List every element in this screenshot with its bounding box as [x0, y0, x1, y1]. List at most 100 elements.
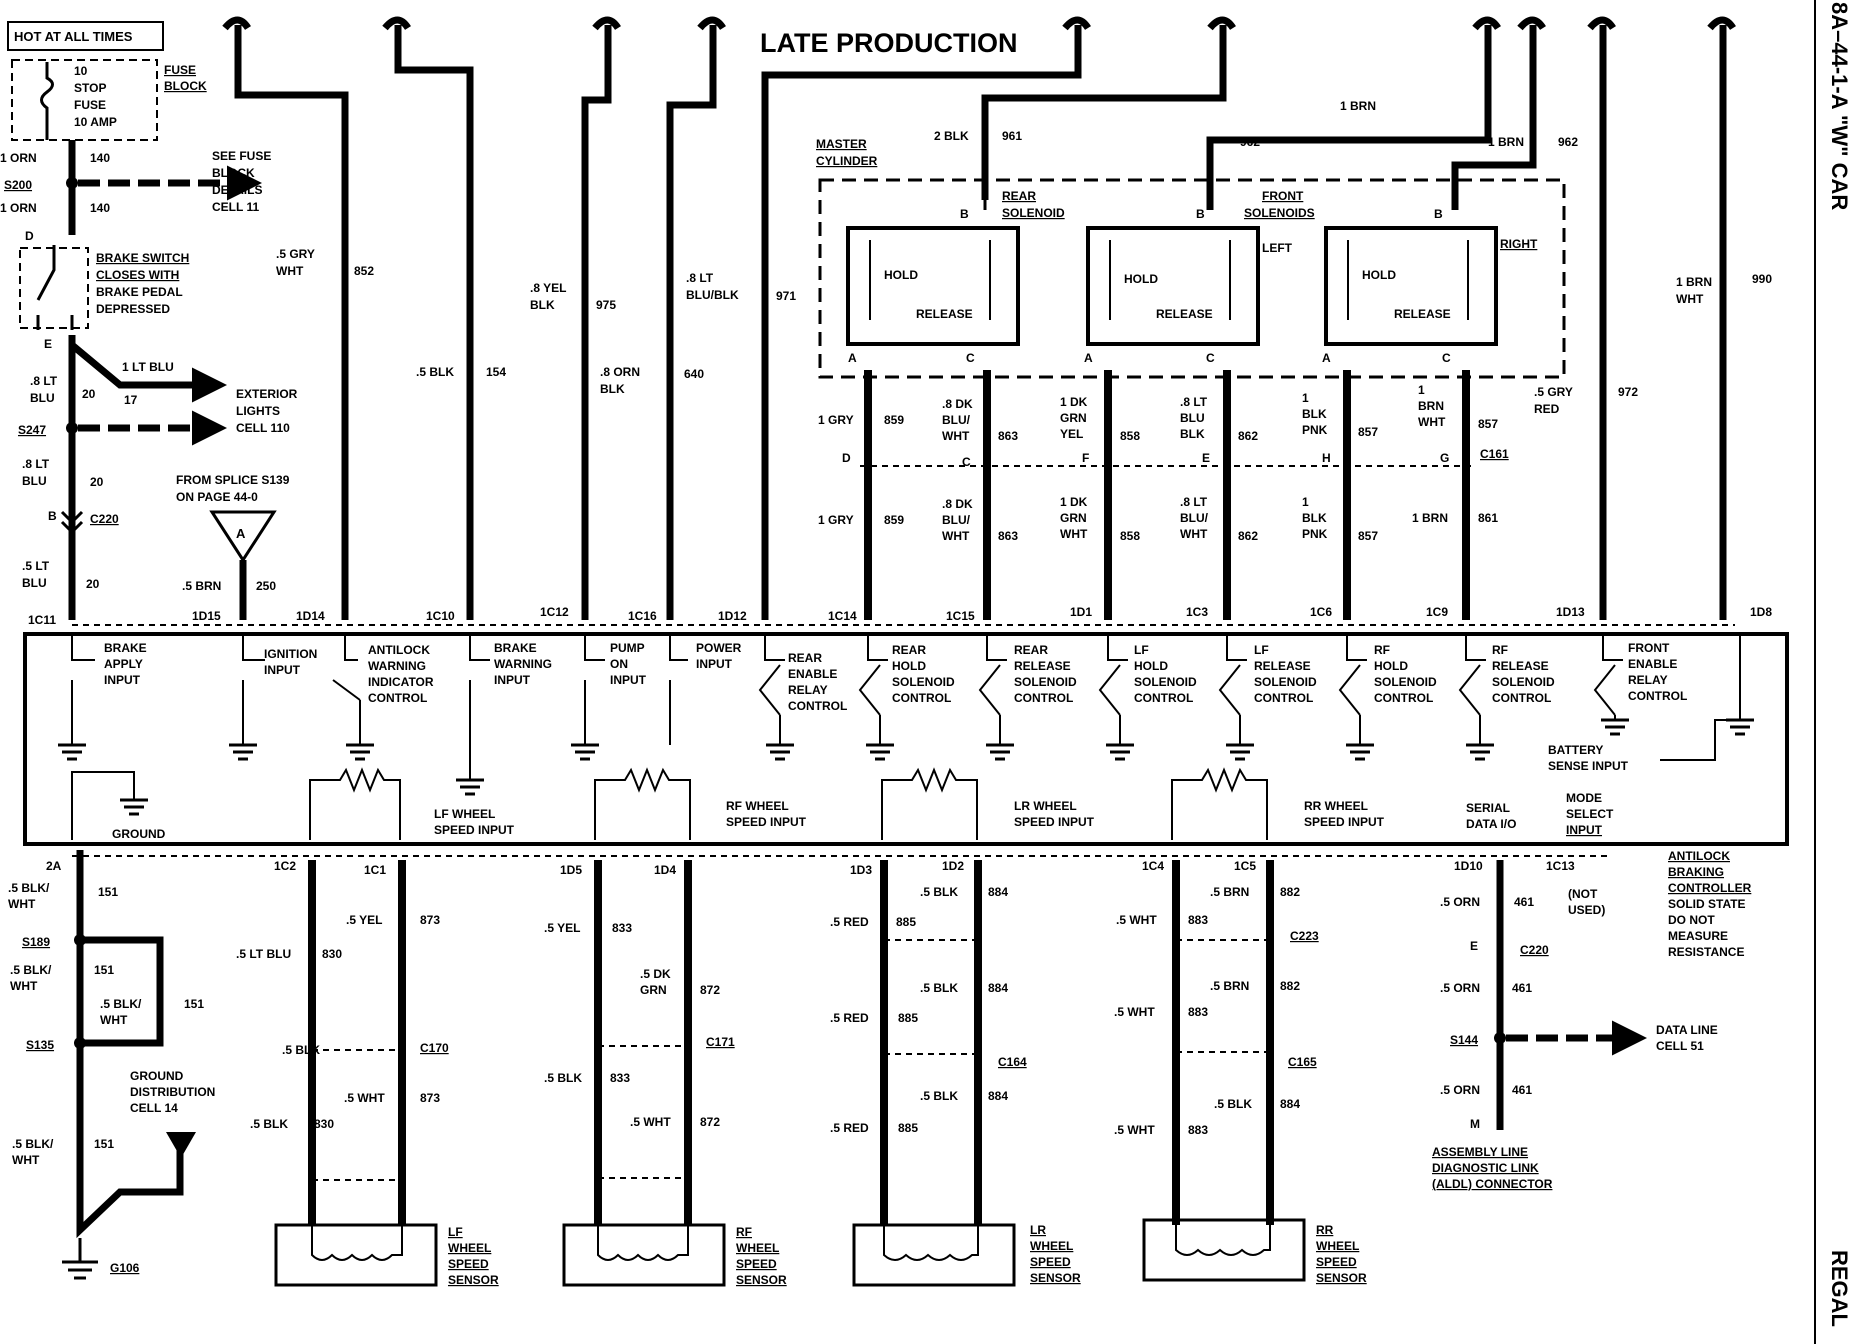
- bottom-pins: 2A 1C2 1C1 1D5 1D4 1D3 1D2 1C4 1C5 1D10 …: [46, 859, 1575, 877]
- svg-text:SOLENOID: SOLENOID: [1374, 675, 1437, 689]
- svg-text:1 BRN: 1 BRN: [1412, 511, 1448, 525]
- svg-text:861: 861: [1478, 511, 1498, 525]
- svg-text:1C10: 1C10: [426, 609, 455, 623]
- front-solenoids-1: FRONT: [1262, 189, 1304, 203]
- serial-data-2: DATA I/O: [1466, 817, 1516, 831]
- mode-select-1: MODE: [1566, 791, 1602, 805]
- wire-461c-gauge: .5 ORN: [1440, 1083, 1480, 1097]
- w151c-c: 151: [184, 997, 204, 1011]
- svg-text:HOLD: HOLD: [1374, 659, 1408, 673]
- svg-text:859: 859: [884, 413, 904, 427]
- splice-s144: [1494, 1032, 1506, 1044]
- svg-text:CONTROL: CONTROL: [1014, 691, 1073, 705]
- top-wire-leads: [222, 16, 1736, 620]
- svg-text:BLU/: BLU/: [942, 513, 971, 527]
- wire-20a-gauge-1: .8 LT: [30, 374, 58, 388]
- rr-wheel-sensor-coil: [1175, 1220, 1271, 1256]
- svg-text:RF: RF: [1492, 643, 1508, 657]
- wire-20b-gauge-2: BLU: [22, 474, 47, 488]
- lr-sensor-wires: [880, 860, 982, 1225]
- splice-s189-label: S189: [22, 935, 50, 949]
- lf-speed-input-1: LF WHEEL: [434, 807, 495, 821]
- svg-text:A: A: [1322, 351, 1331, 365]
- c220-bottom-pin: E: [1470, 939, 1478, 953]
- svg-text:884: 884: [988, 981, 1008, 995]
- svg-text:.5 BLK: .5 BLK: [1214, 1097, 1252, 1111]
- serial-data-1: SERIAL: [1466, 801, 1510, 815]
- from-splice-2: ON PAGE 44-0: [176, 490, 258, 504]
- not-used-1: (NOT: [1568, 887, 1598, 901]
- rr-sensor-wires: [1172, 860, 1274, 1225]
- svg-text:C: C: [1442, 351, 1451, 365]
- wire-140-gauge-a: 1 ORN: [0, 151, 37, 165]
- svg-text:883: 883: [1188, 1123, 1208, 1137]
- c220-bottom-name: C220: [1520, 943, 1549, 957]
- lf-sensor-wires: [308, 860, 406, 1225]
- wire-151-loop: [80, 936, 164, 1047]
- front-solenoids-2: SOLENOIDS: [1244, 206, 1315, 220]
- svg-text:.8 DK: .8 DK: [942, 397, 973, 411]
- wire-852-gauge-2: WHT: [276, 264, 304, 278]
- svg-text:SOLENOID: SOLENOID: [1492, 675, 1555, 689]
- svg-text:.5 RED: .5 RED: [830, 1011, 869, 1025]
- svg-text:C165: C165: [1288, 1055, 1317, 1069]
- svg-text:872: 872: [700, 983, 720, 997]
- svg-text:RELEASE: RELEASE: [916, 307, 973, 321]
- svg-text:INPUT: INPUT: [494, 673, 531, 687]
- splice-s189: [74, 934, 86, 946]
- lr-speed-input-1: LR WHEEL: [1014, 799, 1077, 813]
- svg-text:CONTROLLER: CONTROLLER: [1668, 881, 1752, 895]
- rear-solenoid-2: SOLENOID: [1002, 206, 1065, 220]
- svg-text:833: 833: [612, 921, 632, 935]
- svg-text:.5 BLK: .5 BLK: [920, 981, 958, 995]
- svg-text:.5 BLK: .5 BLK: [920, 885, 958, 899]
- svg-text:882: 882: [1280, 979, 1300, 993]
- svg-text:WHT: WHT: [1060, 527, 1088, 541]
- splice-s135-label: S135: [26, 1038, 54, 1052]
- svg-text:1C9: 1C9: [1426, 605, 1448, 619]
- wire-971-gauge-2: BLU/BLK: [686, 288, 739, 302]
- svg-text:C: C: [1206, 351, 1215, 365]
- svg-text:1C4: 1C4: [1142, 859, 1164, 873]
- svg-text:DO NOT: DO NOT: [1668, 913, 1715, 927]
- wire-140-circuit-a: 140: [90, 151, 110, 165]
- svg-text:1C3: 1C3: [1186, 605, 1208, 619]
- aldl-2: DIAGNOSTIC LINK: [1432, 1161, 1539, 1175]
- svg-text:APPLY: APPLY: [104, 657, 143, 671]
- brake-switch-contact: [36, 245, 74, 330]
- wire-461b-circuit: 461: [1512, 981, 1532, 995]
- svg-text:WHT: WHT: [942, 529, 970, 543]
- svg-text:857: 857: [1358, 425, 1378, 439]
- wire-962a-gauge: 1 BRN: [1340, 99, 1376, 113]
- svg-text:PNK: PNK: [1302, 527, 1328, 541]
- fuse-line-2: STOP: [74, 81, 106, 95]
- top-pins: 1C11 1D15 1D14 1C10 1C12 1C16 1D12 1C14 …: [28, 605, 1772, 627]
- w151a-g2: WHT: [8, 897, 36, 911]
- data-line-1: DATA LINE: [1656, 1023, 1718, 1037]
- svg-text:RELAY: RELAY: [788, 683, 828, 697]
- wire-975-circuit: 975: [596, 298, 616, 312]
- wire-962a-circuit: 962: [1240, 135, 1260, 149]
- svg-text:RF: RF: [736, 1225, 752, 1239]
- svg-text:IGNITION: IGNITION: [264, 647, 317, 661]
- svg-text:CONTROL: CONTROL: [788, 699, 847, 713]
- speed-input-resistors: [309, 767, 1268, 840]
- svg-text:GRN: GRN: [1060, 411, 1087, 425]
- svg-text:1D13: 1D13: [1556, 605, 1585, 619]
- ground-dist-3: CELL 14: [130, 1101, 178, 1115]
- splice-s247: [66, 422, 78, 434]
- svg-text:RELEASE: RELEASE: [1492, 659, 1549, 673]
- svg-text:862: 862: [1238, 529, 1258, 543]
- c161-name: C161: [1480, 447, 1509, 461]
- svg-text:RELEASE: RELEASE: [1156, 307, 1213, 321]
- svg-text:885: 885: [898, 1011, 918, 1025]
- wire-250-circuit: 250: [256, 579, 276, 593]
- wire-140-circuit-b: 140: [90, 201, 110, 215]
- svg-text:1C6: 1C6: [1310, 605, 1332, 619]
- svg-text:1 DK: 1 DK: [1060, 395, 1088, 409]
- brake-switch-line-2: CLOSES WITH: [96, 268, 179, 282]
- svg-text:RR: RR: [1316, 1223, 1334, 1237]
- svg-text:884: 884: [988, 885, 1008, 899]
- antilock-controller-box: [23, 632, 1789, 846]
- connector-a-triangle: [209, 510, 277, 563]
